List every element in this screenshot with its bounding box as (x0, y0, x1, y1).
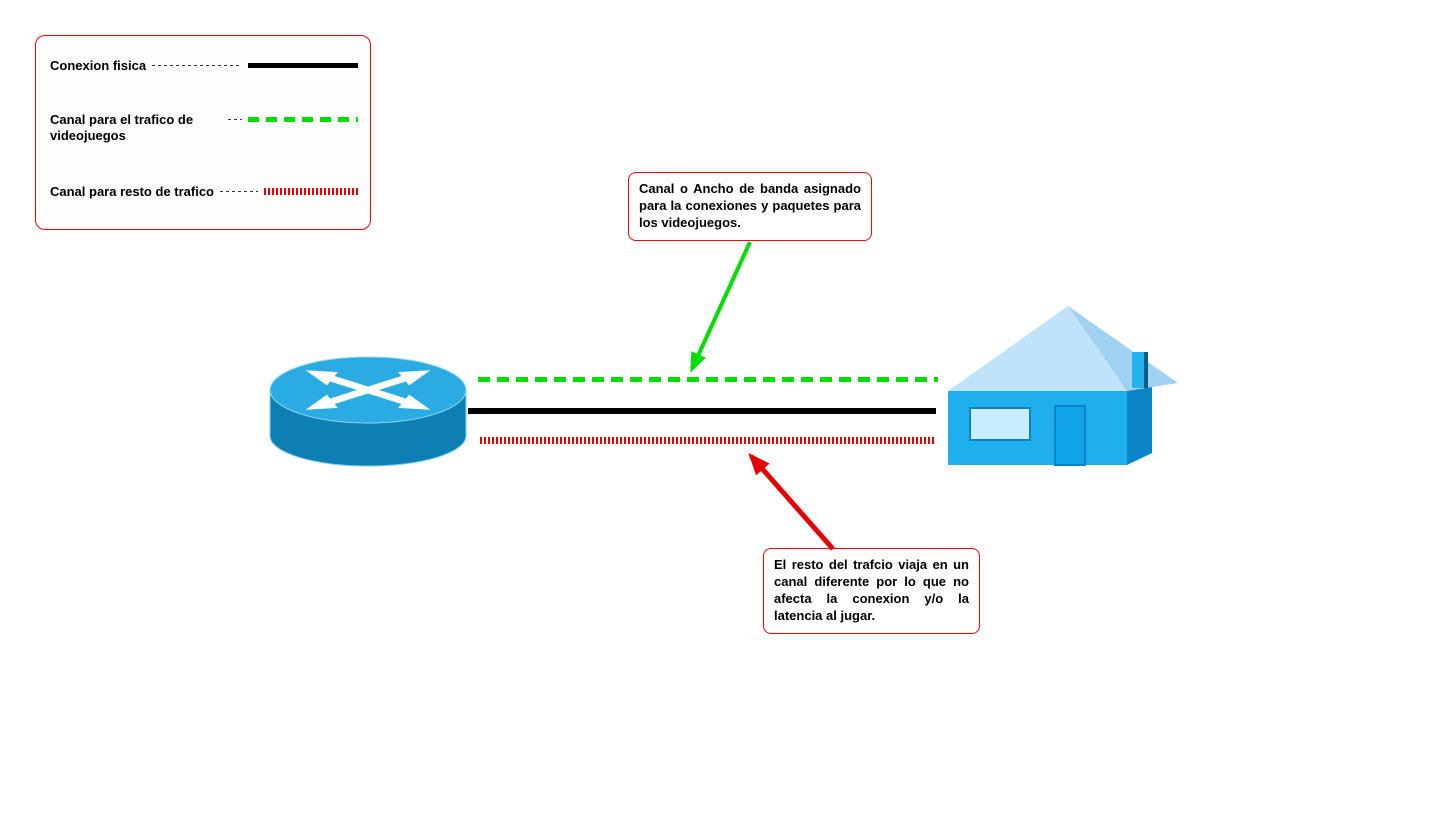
red-callout-arrow (748, 452, 835, 551)
legend-leader (152, 65, 242, 66)
legend-label-other-traffic: Canal para resto de trafico (50, 184, 214, 199)
green-callout-arrow (690, 241, 752, 373)
callout-rest-traffic: El resto del trafcio viaja en un canal d… (763, 548, 980, 634)
legend-item-other-traffic: Canal para resto de trafico (50, 184, 358, 200)
router-graphic (269, 356, 467, 467)
legend-item-gaming: Canal para el trafico de videojuegos (50, 112, 358, 145)
legend-leader (228, 119, 242, 120)
legend-leader (220, 191, 258, 192)
house-graphic (948, 306, 1178, 466)
dashed-green-line-sample (248, 117, 358, 122)
router-icon (268, 348, 468, 473)
callout-gaming-channel: Canal o Ancho de banda asignado para la … (628, 172, 872, 241)
legend-item-physical: Conexion fisica (50, 58, 358, 74)
callout-rest-text: El resto del trafcio viaja en un canal d… (774, 557, 969, 623)
legend-label-physical: Conexion fisica (50, 58, 147, 73)
dotted-red-line-sample (264, 188, 358, 195)
house-icon (945, 303, 1180, 468)
legend-label-gaming: Canal para el trafico de videojuegos (50, 112, 194, 144)
physical-connection-line (468, 408, 936, 414)
solid-black-line-sample (248, 63, 358, 68)
gaming-channel-line (478, 377, 938, 382)
legend-box: Conexion fisica Canal para el trafico de… (35, 35, 371, 230)
other-traffic-channel-line (480, 437, 934, 444)
callout-gaming-text: Canal o Ancho de banda asignado para la … (639, 181, 861, 230)
